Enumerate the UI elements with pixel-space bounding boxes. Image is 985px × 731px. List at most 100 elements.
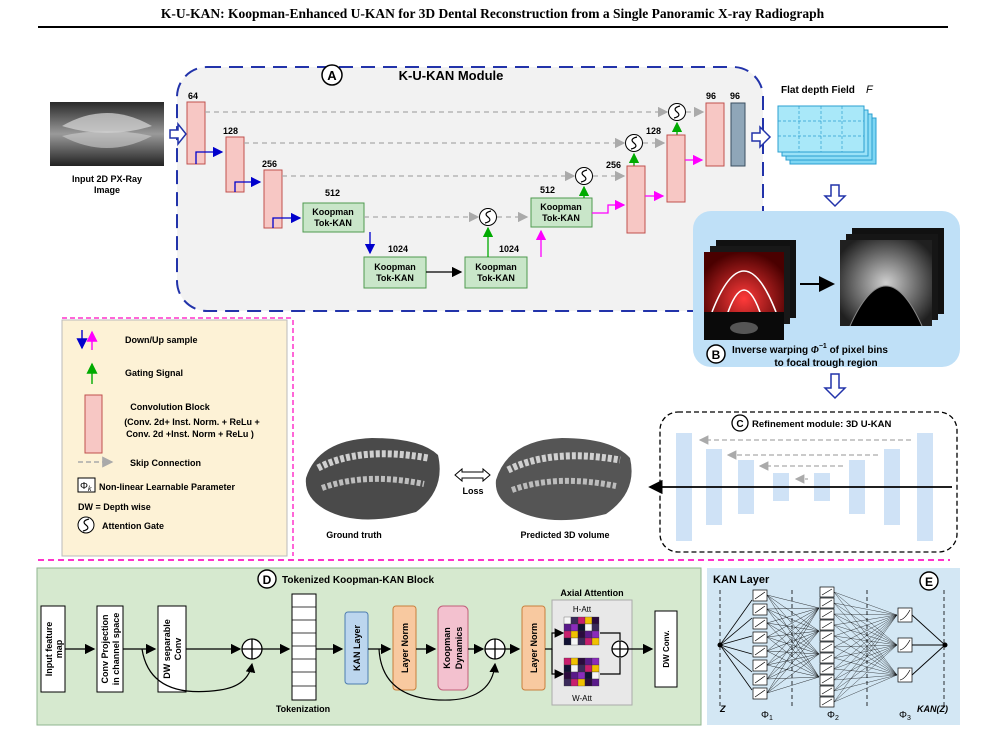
flat-depth-symbol: F [866,84,874,96]
att-cell [591,637,600,646]
kan-layer-label: KAN Layer [352,624,362,671]
section-b-post: of pixel bins [830,345,889,356]
legend-phi-sym: Φ [80,481,88,492]
w-att-label: W-Att [572,694,593,703]
kan-edge [766,653,820,666]
kan-edge [766,622,820,632]
kan-edge [833,674,898,692]
att-cell [577,664,586,673]
kan-edge [833,644,898,692]
koopman-enc-line1: Koopman [312,207,354,217]
phi-curve [821,676,833,684]
d-arrow-w-out [600,658,621,675]
legend-skip: Skip Connection [130,458,201,468]
legend-conv-1: Convolution Block [130,402,210,412]
phi-curve [754,675,766,684]
phi-curve [821,665,833,673]
d-arrow-w [551,649,565,679]
input-fm-line1: Input feature [44,622,54,677]
att-cell [563,616,572,625]
kan-edge [833,644,898,681]
conv-projection-box: Conv Projection in channel space [96,605,124,693]
h-att-label: H-Att [573,605,592,614]
phi2-sub: 2 [835,715,839,722]
page-title: K-U-KAN: Koopman-Enhanced U-KAN for 3D D… [160,6,825,21]
section-a-letter: A [327,68,337,83]
att-cell [584,630,593,639]
att-cell [577,630,586,639]
section-a-title: K-U-KAN Module [399,68,504,83]
kan-edge [911,614,946,646]
att-cell [570,623,579,632]
legend-conv-3: Conv. 2d +Inst. Norm + ReLu ) [126,429,254,439]
ground-truth-label: Ground truth [326,530,382,540]
att-cell [570,616,579,625]
att-cell [584,623,593,632]
legend-dw: DW = Depth wise [78,502,151,512]
output-hollow-arrow [751,125,772,149]
legend-conv-block [84,394,103,454]
kan-z-label: Z [719,704,726,714]
kan-edge [833,613,898,616]
phi-curve [821,610,833,618]
kan-edge [833,591,898,646]
section-c-letter: C [736,419,743,430]
att-cell [591,630,600,639]
kan-edge [833,644,898,648]
legend-attention-icon [77,516,95,534]
input-label-line1: Input 2D PX-Ray [72,174,142,184]
koopman-br-line2: Tok-KAN [477,273,515,283]
down-arrow-3 [272,212,302,228]
att-cell [584,678,593,687]
att-cell [570,630,579,639]
phi-curve [821,588,833,596]
phi-curve [899,669,911,681]
att-cell [591,671,600,680]
kan-edge [766,622,820,678]
conv-proj-line1: Conv Projection [100,614,110,683]
conv-proj-line2: in channel space [111,613,121,686]
kan-edge [833,668,898,676]
kan-edge [766,622,820,655]
phi3-sub: 3 [907,715,911,722]
att-cell [584,616,593,625]
section-d-badge [257,569,277,589]
kan-edge [833,602,898,676]
layer-norm-box-1: Layer Norm [392,605,417,691]
down-arrow-1 [195,146,224,164]
koopman-tokkan-enc512: Koopman Tok-KAN [302,202,365,233]
up-arrow-2 [592,199,626,214]
kan-edge [833,657,898,676]
kan-edge [719,617,753,646]
kan-edge [833,644,898,703]
att-cell [570,678,579,687]
legend-phi-text: Φk [80,481,92,493]
kan-edge [766,664,820,678]
kan-edge [833,613,898,646]
kan-edge [766,594,820,609]
section-c-frame [659,411,958,553]
section-d-letter: D [263,573,272,587]
att-cell [563,657,572,666]
phi-curve [754,633,766,642]
h-att-grid [563,616,600,646]
section-b-badge [706,344,726,364]
phi-curve [754,647,766,656]
kan-edge [833,614,898,637]
koopman-dyn-line2: Dynamics [454,627,464,670]
section-b-letter: B [712,348,721,362]
att-cell [570,637,579,646]
layer-norm-box-2: Layer Norm [521,605,546,691]
kan-edge [766,608,820,678]
att-cell [591,664,600,673]
phi-curve [754,661,766,670]
legend-panel [61,319,288,557]
kan-edge [833,614,898,692]
att-cell [563,637,572,646]
kan-edge [833,644,898,659]
kan-network [717,586,948,708]
section-d-title: Tokenized Koopman-KAN Block [282,575,434,586]
phi-curve [821,632,833,640]
legend-down-up: Down/Up sample [125,335,198,345]
warp-to-refine-arrow [823,373,847,400]
